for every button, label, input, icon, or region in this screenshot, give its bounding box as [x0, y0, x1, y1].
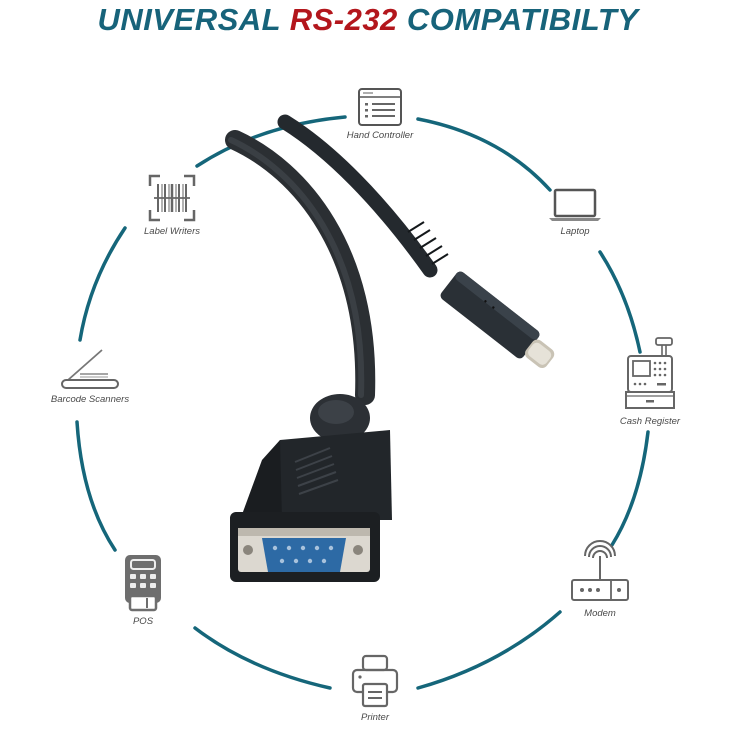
- printer-icon: [351, 654, 399, 708]
- device-label: Modem: [584, 608, 616, 619]
- device-cash-register: Cash Register: [605, 334, 695, 427]
- device-modem: Modem: [555, 530, 645, 619]
- title-compatibility: COMPATIBILTY: [406, 2, 639, 37]
- device-label: Printer: [361, 712, 389, 723]
- cash-register-icon: [625, 337, 675, 409]
- device-label: Hand Controller: [346, 130, 414, 141]
- usb-c-plug: [440, 271, 555, 369]
- device-label: Laptop: [560, 226, 590, 237]
- barcode-scanner-icon: [61, 349, 119, 389]
- device-label: Label Writers: [144, 226, 200, 237]
- modem-icon: [571, 540, 629, 601]
- page-title: UNIVERSAL RS-232 COMPATIBILTY: [0, 2, 736, 38]
- window-list-icon: [358, 88, 402, 126]
- title-universal: UNIVERSAL: [97, 2, 281, 37]
- barcode-frame-icon: [148, 174, 196, 222]
- device-label-writers: Label Writers: [122, 172, 222, 237]
- compatibility-ring: [75, 115, 650, 690]
- device-label: Cash Register: [619, 416, 681, 427]
- device-label: POS: [132, 616, 154, 627]
- db9-serial-connector: [230, 394, 392, 582]
- device-printer: Printer: [325, 652, 425, 723]
- serial-cable: [225, 114, 449, 405]
- device-hand-controller: Hand Controller: [330, 86, 430, 141]
- device-barcode-scanners: Barcode Scanners: [35, 346, 145, 405]
- device-pos: POS: [105, 552, 181, 627]
- laptop-icon: [549, 188, 601, 221]
- pos-terminal-icon: [125, 555, 161, 612]
- device-label: Barcode Scanners: [50, 394, 130, 405]
- title-rs232: RS-232: [289, 2, 398, 37]
- device-laptop: Laptop: [530, 186, 620, 237]
